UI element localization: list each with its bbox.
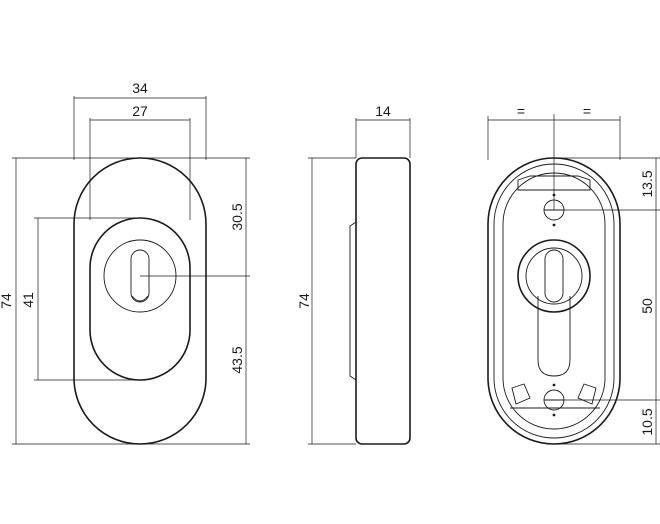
back-bottom-clip-left bbox=[511, 383, 531, 405]
front-cover-notch bbox=[131, 295, 149, 302]
dim-label-43-5: 43.5 bbox=[229, 346, 245, 373]
dim-label-13-5: 13.5 bbox=[639, 170, 655, 197]
back-top-rib bbox=[517, 175, 591, 191]
front-inner-rosette bbox=[89, 217, 191, 381]
dim-label-34: 34 bbox=[132, 80, 148, 96]
back-inner-rim bbox=[502, 172, 606, 430]
back-cylinder-tail bbox=[537, 296, 571, 377]
dim-label-74-front: 74 bbox=[0, 293, 14, 309]
dim-label-10-5: 10.5 bbox=[639, 408, 655, 435]
dim-label-30-5: 30.5 bbox=[229, 203, 245, 230]
back-cylinder-inner bbox=[525, 247, 583, 305]
side-rosette-step bbox=[349, 221, 357, 381]
dim-label-50: 50 bbox=[639, 298, 655, 314]
back-bottom-clip-right bbox=[577, 383, 597, 405]
dim-label-74-side: 74 bbox=[296, 293, 312, 309]
back-view: = = 13.5 50 10.5 bbox=[487, 103, 660, 445]
dim-label-27: 27 bbox=[132, 103, 148, 119]
back-keyhole-slot bbox=[544, 249, 564, 303]
side-plate-body bbox=[355, 157, 411, 445]
side-view: 14 74 bbox=[296, 103, 411, 445]
front-view: 34 27 74 41 30.5 43.5 bbox=[0, 80, 250, 445]
back-cylinder-circle bbox=[517, 239, 591, 313]
dim-label-equal-right: = bbox=[583, 103, 591, 119]
dim-label-14: 14 bbox=[375, 103, 391, 119]
dim-label-equal-left: = bbox=[517, 103, 525, 119]
dim-label-41: 41 bbox=[20, 292, 36, 308]
